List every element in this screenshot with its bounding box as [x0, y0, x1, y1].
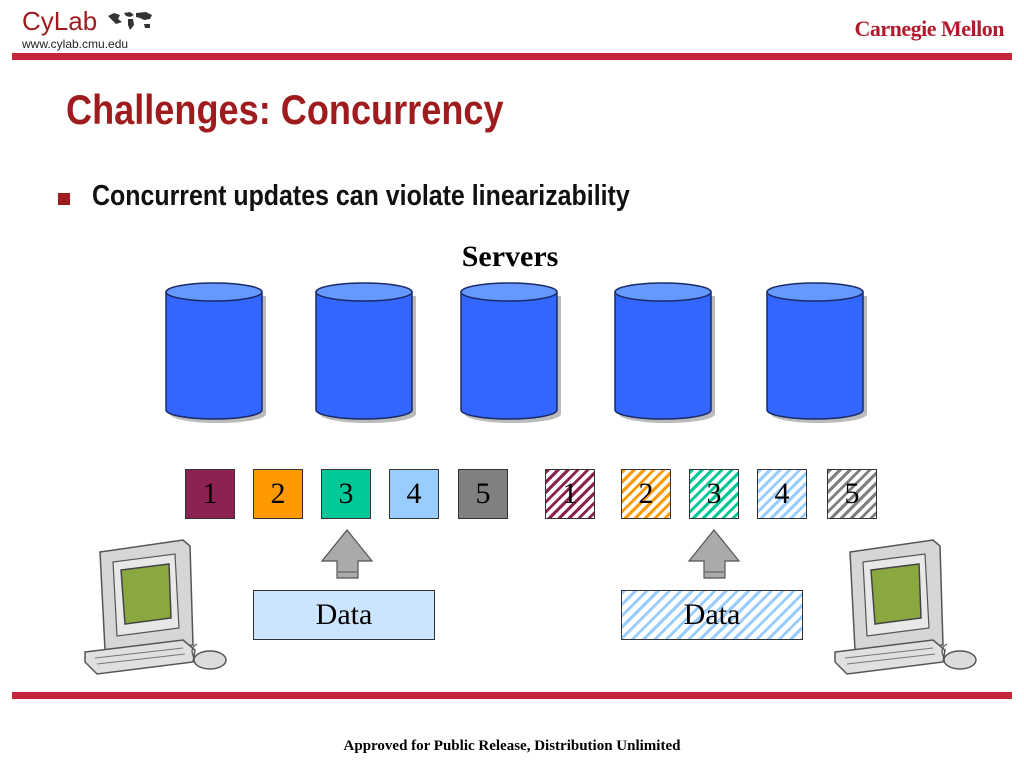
servers-label: Servers [461, 240, 559, 273]
cylab-logo: CyLab [22, 6, 154, 37]
header-rule [12, 53, 1012, 60]
cylab-logo-text: CyLab [22, 6, 98, 36]
server-cylinder-icon [614, 282, 715, 423]
footer-text: Approved for Public Release, Distributio… [343, 738, 681, 754]
computer-right-icon [834, 539, 977, 675]
arrow-left-icon [320, 529, 374, 579]
slide-title: Challenges: Concurrency [66, 86, 504, 133]
cmu-logo: Carnegie Mellon [854, 16, 1004, 41]
right-block-5: 5 [827, 469, 877, 519]
computer-left-icon [84, 539, 227, 675]
footer-rule [12, 692, 1012, 699]
data-box-left: Data [253, 590, 435, 640]
left-block-5: 5 [458, 469, 508, 519]
server-cylinder-icon [165, 282, 266, 423]
bullet-text: Concurrent updates can violate lineariza… [92, 180, 630, 212]
world-map-icon [108, 12, 153, 30]
server-cylinder-icon [460, 282, 561, 423]
cylab-url: www.cylab.cmu.edu [22, 37, 129, 51]
left-block-1: 1 [185, 469, 235, 519]
arrow-right-icon [687, 529, 741, 579]
left-block-3: 3 [321, 469, 371, 519]
right-block-3: 3 [689, 469, 739, 519]
right-block-2: 2 [621, 469, 671, 519]
server-cylinder-icon [766, 282, 867, 423]
data-box-right: Data [621, 590, 803, 640]
server-cylinder-icon [315, 282, 416, 423]
left-block-2: 2 [253, 469, 303, 519]
right-block-1: 1 [545, 469, 595, 519]
right-block-4: 4 [757, 469, 807, 519]
left-block-4: 4 [389, 469, 439, 519]
bullet-square-icon [58, 193, 70, 205]
